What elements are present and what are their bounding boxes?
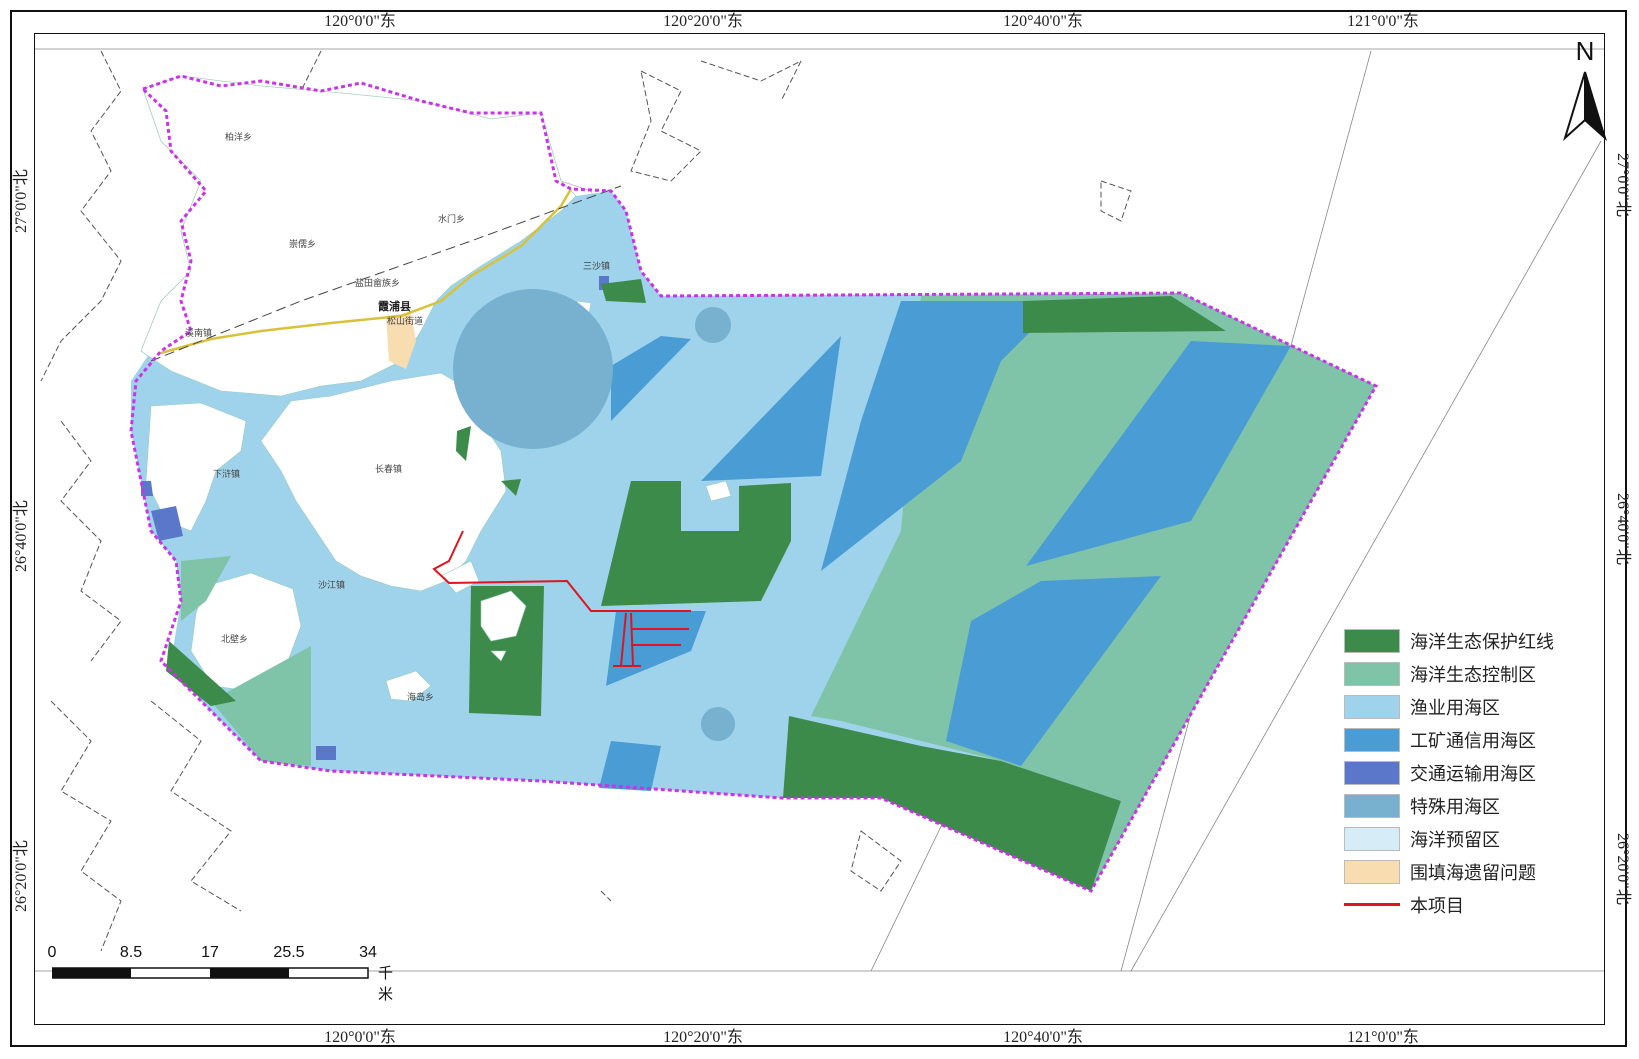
scale-unit: 千米 [378,964,394,1003]
coord-right-2: 26°40'0"北 [1614,493,1631,565]
islands [480,480,732,662]
legend-label: 本项目 [1410,895,1464,917]
map-svg [35,48,1604,972]
legend-item-eco-control: 海洋生态控制区 [1344,657,1594,690]
railway [150,185,622,362]
place-label: 长春镇 [375,465,403,475]
coord-top-3: 120°40'0"东 [1003,13,1083,30]
coord-bottom-2: 120°20'0"东 [663,1029,743,1046]
place-label: 沙江镇 [318,581,346,591]
neighbor-boundaries [40,50,1132,952]
legend-item-mining-comm: 工矿通信用海区 [1344,723,1594,756]
legend-swatch [1344,628,1400,653]
scale-tick-label: 0 [47,944,57,961]
scale-bar-graphic [52,967,369,979]
legend-swatch [1344,826,1400,851]
county-label: 霞浦县 [378,300,411,313]
place-label: 水门乡 [438,215,466,225]
place-label: 柏洋乡 [225,133,253,143]
north-label: N [1575,36,1595,66]
eco-redline-zones [166,279,1226,891]
place-label: 下浒镇 [213,470,241,480]
legend: 海洋生态保护红线 海洋生态控制区 渔业用海区 工矿通信用海区 交通运输用海区 特… [1344,624,1594,921]
sea-use-boundary [129,74,1379,893]
legend-swatch [1344,727,1400,752]
legend-item-eco-redline: 海洋生态保护红线 [1344,624,1594,657]
legend-item-reclamation: 围填海遗留问题 [1344,855,1594,888]
legend-label: 海洋生态控制区 [1410,664,1536,686]
coord-top-1: 120°0'0"东 [324,13,396,30]
coord-top-2: 120°20'0"东 [663,13,743,30]
place-label: 溪南镇 [185,329,213,339]
legend-swatch-line [1344,903,1400,906]
legend-swatch [1344,760,1400,785]
place-label: 崇儒乡 [289,240,317,250]
coord-right-3: 26°20'0"北 [1614,833,1631,905]
legend-item-reserve: 海洋预留区 [1344,822,1594,855]
reclamation-area [386,313,416,369]
legend-label: 特殊用海区 [1410,796,1500,818]
coord-top-4: 121°0'0"东 [1347,13,1419,30]
legend-swatch [1344,859,1400,884]
highway [160,188,573,355]
coastline-land [140,75,732,702]
place-label: 盐田畲族乡 [355,279,401,289]
place-label: 松山街道 [387,317,424,327]
coord-bottom-1: 120°0'0"东 [324,1029,396,1046]
legend-label: 渔业用海区 [1410,697,1500,719]
project-lines [432,530,691,667]
north-arrow: N [1560,36,1610,148]
scale-tick-label: 17 [201,944,219,961]
coord-right-1: 27°0'0"北 [1614,153,1631,217]
legend-item-project: 本项目 [1344,888,1594,921]
place-label: 海岛乡 [407,693,435,703]
place-label: 北壁乡 [221,635,249,645]
coord-bottom-3: 120°40'0"东 [1003,1029,1083,1046]
legend-swatch [1344,694,1400,719]
legend-label: 海洋预留区 [1410,829,1500,851]
north-arrow-icon [1563,71,1607,142]
legend-label: 海洋生态保护红线 [1410,631,1554,653]
legend-label: 交通运输用海区 [1410,763,1536,785]
legend-swatch [1344,793,1400,818]
coord-left-2: 26°40'0"北 [13,500,30,572]
scale-tick-label: 25.5 [273,944,305,961]
coord-bottom-4: 121°0'0"东 [1347,1029,1419,1046]
special-use-zones [453,289,735,741]
place-label: 三沙镇 [583,262,611,272]
map-canvas[interactable]: 柏洋乡 水门乡 崇儒乡 盐田畲族乡 霞浦县 松山街道 长春镇 三沙镇 下浒镇 沙… [34,33,1605,1025]
legend-label: 工矿通信用海区 [1410,730,1536,752]
legend-item-transport: 交通运输用海区 [1344,756,1594,789]
legend-item-fisheries: 渔业用海区 [1344,690,1594,723]
coord-left-1: 27°0'0"北 [13,169,30,233]
legend-swatch [1344,661,1400,686]
legend-item-special: 特殊用海区 [1344,789,1594,822]
scale-tick-label: 34 [359,944,377,961]
coord-left-3: 26°20'0"北 [13,840,30,912]
scale-tick-label: 8.5 [119,944,143,961]
legend-label: 围填海遗留问题 [1410,862,1536,884]
